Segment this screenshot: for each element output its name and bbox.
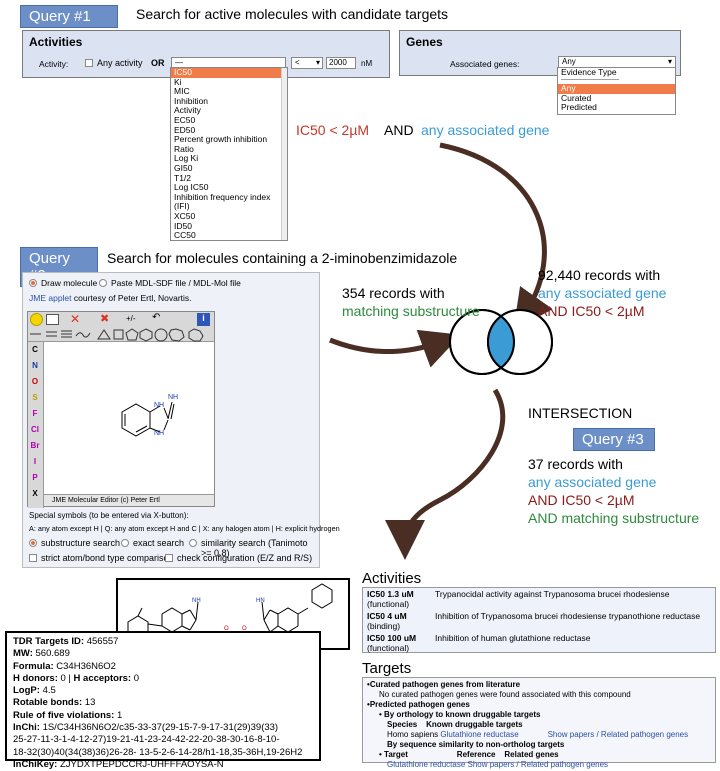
curated-head: Curated pathogen genes from literature [370, 680, 520, 689]
query3-label: Query #3 [573, 428, 655, 451]
activities-section-title: Activities [362, 570, 421, 587]
activity-value: IC50 100 uM [367, 633, 435, 643]
activity-type: (binding) [367, 621, 711, 631]
activity-desc: Trypanocidal activity against Trypanosom… [435, 589, 670, 599]
activity-value: IC50 4 uM [367, 611, 435, 621]
result-sub: AND matching substructure [528, 510, 699, 526]
compound-logp: 4.5 [43, 685, 56, 696]
compound-inchikey: ZJYDXTPEPDCCRJ-UHFFFAOYSA-N [60, 759, 224, 770]
orthology-head: By orthology to known druggable targets [384, 710, 540, 719]
compound-info-box: TDR Targets ID: 456557 MW: 560.689 Formu… [5, 631, 321, 761]
result-count: 37 records with [528, 456, 623, 472]
activity-type: (functional) [367, 643, 711, 653]
activity-value: IC50 1.3 uM [367, 589, 435, 599]
compound-id: 456557 [87, 636, 119, 647]
target-row2[interactable]: Glutathione reductase Show papers / Rela… [367, 760, 711, 770]
targets-section-title: Targets [362, 660, 411, 677]
right-count: 92,440 records with [538, 267, 660, 283]
activity-desc: Inhibition of Trypanosoma brucei rhodesi… [435, 611, 700, 621]
svg-text:NH: NH [192, 598, 201, 604]
predicted-head: Predicted pathogen genes [370, 700, 470, 709]
intersection-label: INTERSECTION [528, 405, 632, 421]
svg-text:HN: HN [256, 598, 265, 604]
target-link[interactable]: Glutathione reductase [440, 730, 518, 739]
right-desc2: AND IC50 < 2µM [538, 303, 645, 319]
activity-type: (functional) [367, 599, 711, 609]
left-desc: matching substructure [342, 303, 480, 319]
curated-none: No curated pathogen genes were found ass… [367, 690, 711, 700]
show-papers-link[interactable]: Show papers / Related pathogen genes [548, 730, 689, 739]
compound-inchi: 1S/C34H36N6O2/c35-33-37(29-15-7-9-17-31(… [43, 722, 279, 733]
right-desc1: any associated gene [538, 285, 666, 301]
left-count: 354 records with [342, 285, 445, 301]
arrow-results [405, 390, 503, 545]
result-ic50: AND IC50 < 2µM [528, 492, 635, 508]
activity-desc: Inhibition of human glutathione reductas… [435, 633, 590, 643]
compound-formula: C34H36N6O2 [56, 661, 116, 672]
arrow-query1 [440, 145, 544, 318]
result-gene: any associated gene [528, 474, 656, 490]
similarity-head: By sequence similarity to non-ortholog t… [387, 740, 564, 749]
targets-box: •Curated pathogen genes from literature … [362, 677, 716, 763]
arrow-query2 [330, 340, 447, 352]
compound-mw: 560.689 [36, 648, 70, 659]
